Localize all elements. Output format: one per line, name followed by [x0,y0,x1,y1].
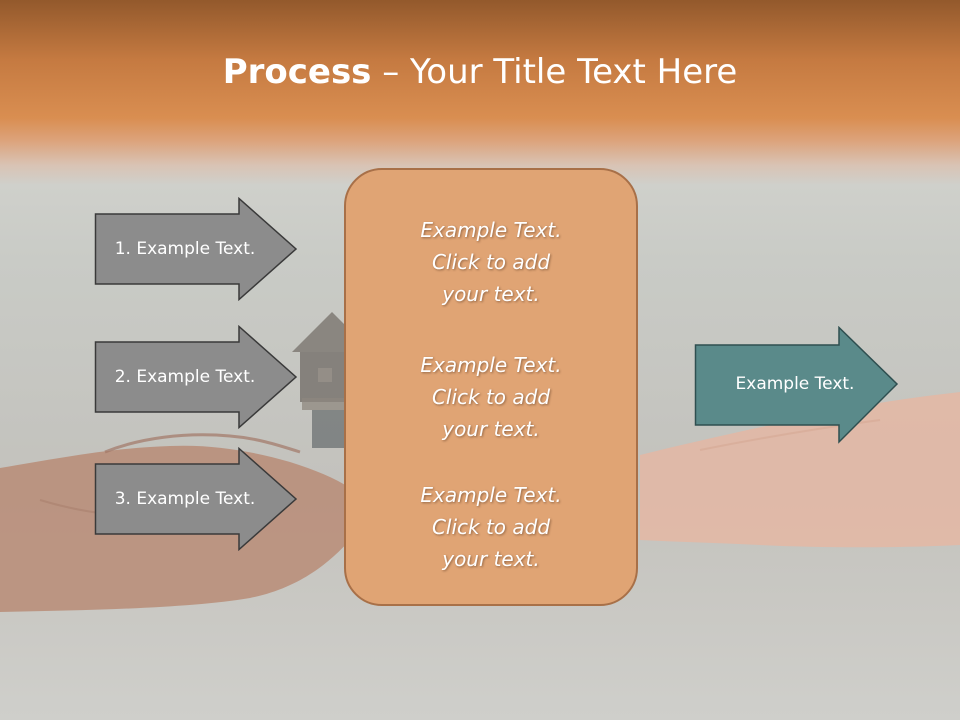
center-text-box[interactable]: Example Text. Click to add your text. Ex… [344,168,638,606]
right-arrow-shape-icon [94,447,298,551]
title-bold-text: Process [222,52,372,92]
slide-title: Process – Your Title Text Here [0,52,960,92]
right-arrow-shape-icon [94,325,298,429]
process-arrow-1[interactable]: 1. Example Text. [94,197,299,301]
right-arrow-shape-icon [694,326,899,444]
process-arrow-label: 3. Example Text. [114,489,256,509]
center-text-block-3[interactable]: Example Text. Click to add your text. [420,483,562,571]
result-arrow-label: Example Text. [735,374,855,394]
result-arrow[interactable]: Example Text. [694,326,899,444]
right-arrow-shape-icon [94,197,298,301]
center-text-block-2[interactable]: Example Text. Click to add your text. [420,353,562,441]
process-arrow-3[interactable]: 3. Example Text. [94,447,299,551]
process-arrow-2[interactable]: 2. Example Text. [94,325,299,429]
process-arrow-label: 1. Example Text. [114,239,256,259]
process-arrow-label: 2. Example Text. [114,367,256,387]
title-rest-text: – Your Title Text Here [371,52,738,92]
center-text-block-1[interactable]: Example Text. Click to add your text. [420,218,562,306]
